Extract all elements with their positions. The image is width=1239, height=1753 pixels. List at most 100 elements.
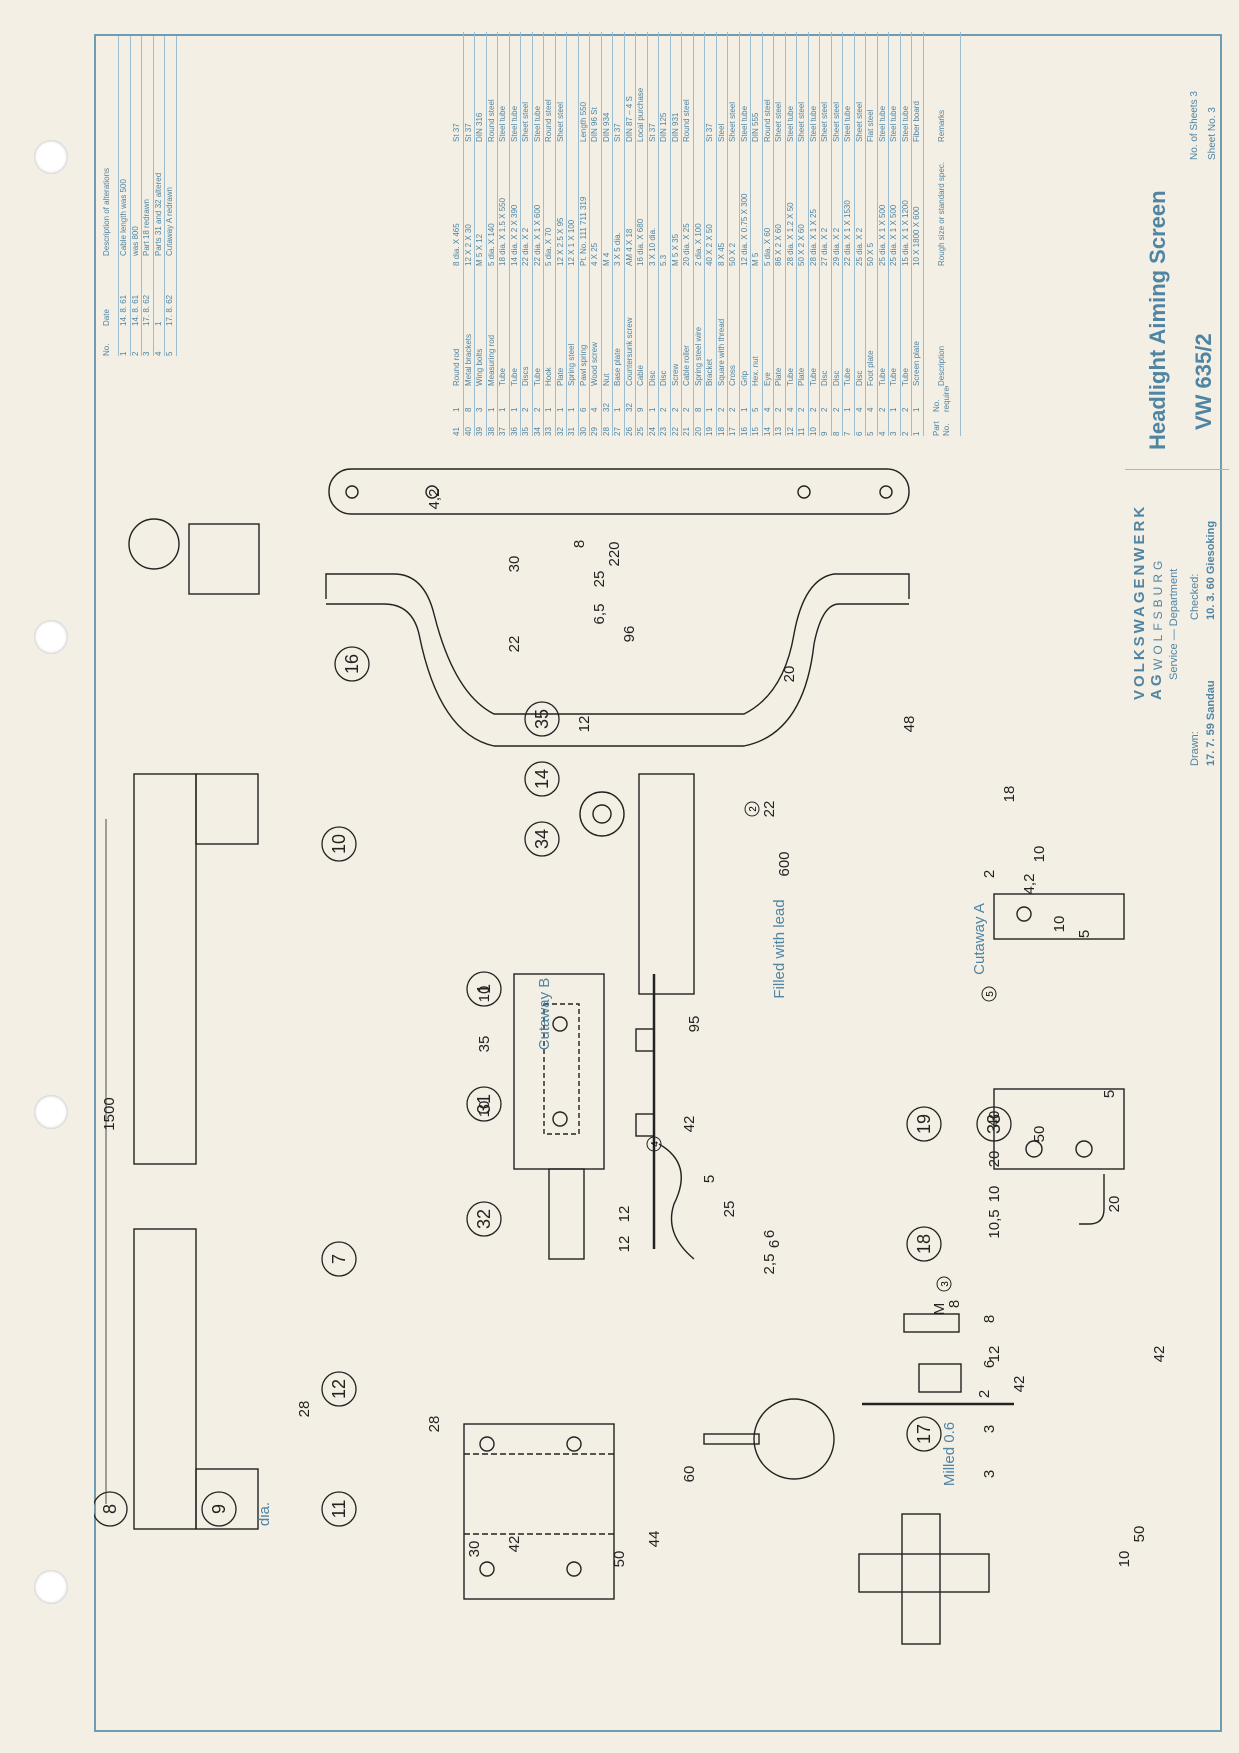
- dimension-label: 44: [646, 1531, 663, 1548]
- balloon-circle: [94, 1491, 128, 1527]
- balloon-circle: [201, 1491, 237, 1527]
- revision-mark: [981, 986, 997, 1002]
- balloon-number: 35: [532, 709, 552, 729]
- dimension-label: 22: [761, 801, 778, 818]
- dimension-label: 96: [621, 626, 638, 643]
- dimension-label: M: [931, 1303, 948, 1316]
- balloon-number: 17: [914, 1424, 934, 1444]
- annotation-milled: Milled 0.6: [941, 1422, 958, 1486]
- tube-34: [638, 773, 695, 995]
- balloon-number: 12: [329, 1379, 349, 1399]
- balloon-circle: [524, 761, 560, 797]
- punch-hole: [34, 1570, 68, 1604]
- balloon-circle: [906, 1416, 942, 1452]
- balloon-number: 31: [474, 1094, 494, 1114]
- dimension-label: 35: [476, 1036, 493, 1053]
- annotation-dia: dia.: [256, 1502, 273, 1526]
- punch-hole: [34, 1095, 68, 1129]
- square-18: [903, 1313, 960, 1333]
- balloon-number: 19: [914, 1114, 934, 1134]
- balloon-circle: [524, 701, 560, 737]
- dimension-label: 50: [1031, 1126, 1048, 1143]
- balloon-number: 8: [100, 1504, 120, 1514]
- balloon-circle: [321, 1371, 357, 1407]
- punch-hole: [34, 140, 68, 174]
- cutaway-a: [993, 893, 1125, 940]
- dimension-label: 6: [981, 1360, 998, 1368]
- dimension-label: 42: [1011, 1376, 1028, 1393]
- dimension-label: 20: [986, 1151, 1003, 1168]
- dimension-label: 42: [681, 1116, 698, 1133]
- bracket-19: [993, 1088, 1125, 1170]
- cutaway-b: [513, 973, 605, 1170]
- dimension-label: 4,2: [426, 489, 443, 510]
- dimension-label: 12: [616, 1236, 633, 1253]
- balloon-circle: [466, 1201, 502, 1237]
- tube-flange: [188, 523, 260, 595]
- dimension-label: 40: [986, 1111, 1003, 1128]
- dimension-label: 5: [1101, 1090, 1118, 1098]
- balloon-circle: [321, 1491, 357, 1527]
- balloon-number: 33: [984, 1114, 1004, 1134]
- dimension-label: 6,5: [591, 604, 608, 625]
- dimension-label: 600: [776, 851, 793, 876]
- dimension-label: 10: [476, 986, 493, 1003]
- dimension-label: 3: [981, 1470, 998, 1478]
- revision-mark-number: 3: [940, 1281, 951, 1287]
- plate-11: [463, 1423, 615, 1600]
- balloon-circle: [321, 826, 357, 862]
- tube-end-10: [195, 773, 259, 845]
- balloon-number: 18: [914, 1234, 934, 1254]
- dimension-label: 48: [901, 716, 918, 733]
- annotation-cutaway-b: Cutaway B: [536, 978, 553, 1051]
- dimension-label: 20: [1106, 1196, 1123, 1213]
- balloon-number: 34: [532, 829, 552, 849]
- revision-mark-number: 2: [748, 806, 759, 812]
- dimension-label: 6: [761, 1230, 778, 1238]
- cross-17: [858, 1553, 990, 1593]
- dimension-label: 28: [426, 1416, 443, 1433]
- dimension-label: 12: [986, 1346, 1003, 1363]
- dimension-label: 42: [506, 1536, 523, 1553]
- revision-mark-number: 5: [985, 991, 996, 997]
- dimension-label: 30: [466, 1541, 483, 1558]
- dimension-label: 5: [701, 1175, 718, 1183]
- annotation-cutaway-a: Cutaway A: [971, 903, 988, 975]
- dimension-label: 20: [781, 666, 798, 683]
- balloon-circle: [321, 1241, 357, 1277]
- balloon-circle: [466, 1086, 502, 1122]
- dimension-label: 10: [476, 1101, 493, 1118]
- dimension-label: 10,5: [986, 1209, 1003, 1238]
- punch-hole: [34, 620, 68, 654]
- dimension-label: 18: [1001, 786, 1018, 803]
- dimension-label: 30: [506, 556, 523, 573]
- dimension-label: 2: [976, 1390, 993, 1398]
- balloon-number: 11: [329, 1500, 349, 1519]
- annotation-filled-with-lead: Filled with lead: [771, 899, 788, 998]
- dimension-label: 28: [296, 1401, 313, 1418]
- revision-mark: [744, 801, 760, 817]
- dimension-label: 42: [1151, 1346, 1168, 1363]
- dimension-label: 6: [766, 1240, 783, 1248]
- dimension-label: 3: [981, 1425, 998, 1433]
- balloon-circle: [906, 1226, 942, 1262]
- dimension-label: 8: [981, 1315, 998, 1323]
- dimension-label: 12: [616, 1206, 633, 1223]
- balloon-circle: [466, 971, 502, 1007]
- dimension-label: 22: [506, 636, 523, 653]
- balloon-number: 10: [329, 834, 349, 854]
- balloon-circle: [976, 1106, 1012, 1142]
- dimension-label: 5: [1076, 930, 1093, 938]
- bar-41: [328, 468, 910, 515]
- spring-steel-31: [548, 1168, 585, 1260]
- balloon-number: 32: [474, 1209, 494, 1229]
- drawing-frame: [94, 34, 1222, 1732]
- dimension-label: 12: [576, 716, 593, 733]
- dimension-label: 4,2: [1021, 874, 1038, 895]
- revision-mark: [646, 1136, 662, 1152]
- balloon-number: 16: [342, 654, 362, 674]
- revision-mark: [936, 1276, 952, 1292]
- dimension-label: 50: [611, 1551, 628, 1568]
- dimension-label: 2,5: [761, 1254, 778, 1275]
